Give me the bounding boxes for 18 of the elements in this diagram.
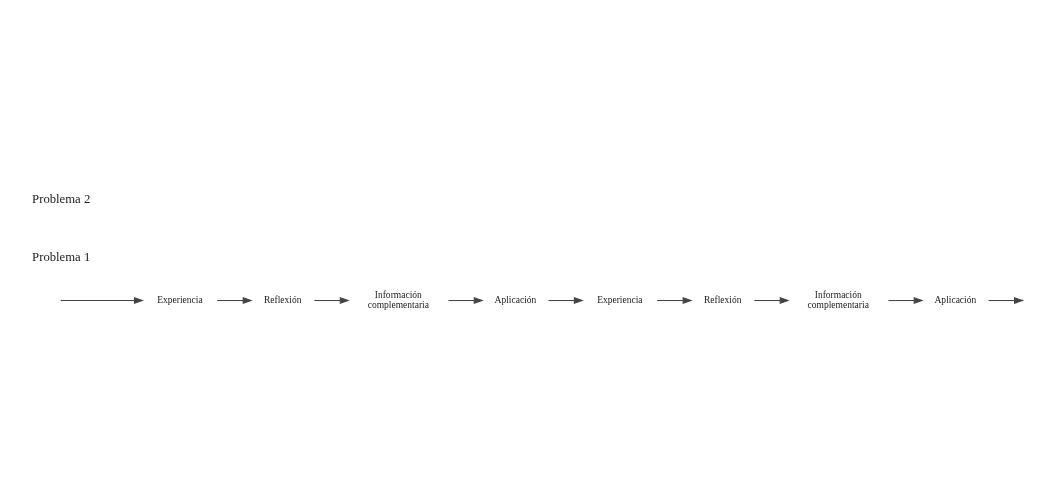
arrow <box>313 297 350 305</box>
node-text: Aplicación <box>934 294 977 305</box>
node-text: Aplicación <box>494 294 537 305</box>
node-text: Reflexión <box>703 294 742 305</box>
arrow <box>753 297 790 305</box>
node-text: Información complementaria <box>367 289 429 311</box>
label: Problema 2 <box>32 192 91 207</box>
arrow <box>547 297 584 305</box>
label: Problema 1 <box>32 249 91 264</box>
arrow <box>887 297 924 305</box>
arrow <box>216 297 253 305</box>
arrow <box>447 297 484 305</box>
arrow <box>61 297 144 305</box>
node-text: Reflexión <box>263 294 302 305</box>
node-text: Información complementaria <box>807 289 869 311</box>
node-text: Experiencia <box>157 294 203 305</box>
node-text: Experiencia <box>597 294 643 305</box>
arrow <box>656 297 693 305</box>
